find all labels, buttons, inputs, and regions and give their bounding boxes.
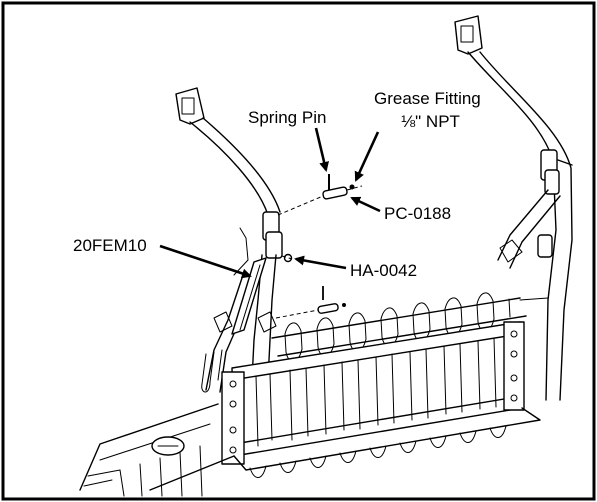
main-frame	[221, 321, 525, 465]
arrow-ha-0042	[294, 255, 347, 270]
label-ha-0042: HA-0042	[350, 261, 417, 280]
pivot-pin-assembly	[275, 174, 363, 319]
washer-part	[283, 253, 293, 263]
label-grease-fitting-size: ⅛" NPT	[401, 112, 460, 131]
label-spring-pin: Spring Pin	[248, 108, 326, 127]
lower-tines	[79, 349, 541, 497]
label-grease-fitting: Grease Fitting	[374, 89, 481, 108]
arrow-pc-0188	[350, 196, 381, 213]
right-upright-arm	[454, 15, 573, 401]
hydraulic-cylinder	[231, 257, 267, 335]
pivot-pin-part	[322, 186, 348, 200]
arrow-grease-fitting	[354, 131, 380, 182]
label-20fem10: 20FEM10	[73, 236, 147, 255]
label-pc-0188: PC-0188	[384, 204, 451, 223]
left-upright-arm	[175, 87, 283, 393]
callout-arrows	[159, 127, 381, 279]
arrow-20fem10	[159, 244, 252, 279]
arrow-spring-pin	[314, 127, 330, 172]
grease-fitting-part	[349, 184, 355, 190]
upper-tines	[271, 292, 527, 362]
